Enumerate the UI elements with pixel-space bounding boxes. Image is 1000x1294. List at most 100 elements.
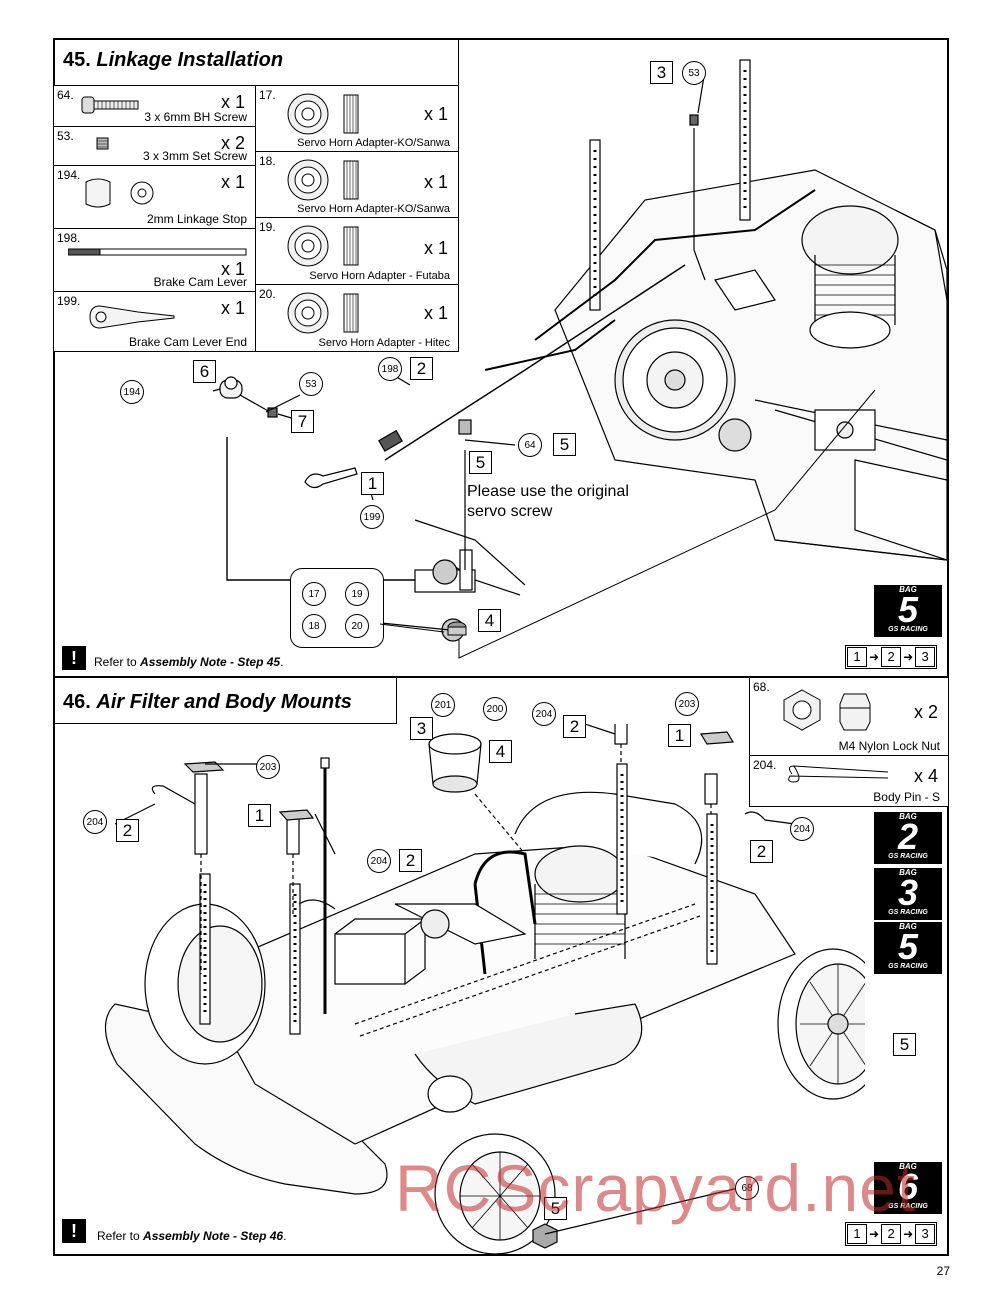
part-qty: x 1 bbox=[220, 259, 245, 279]
adapter-selection-group bbox=[290, 568, 384, 648]
step-callout-box: 2 bbox=[399, 849, 422, 872]
part-19: 19. x 1 Servo Horn Adapter - Futaba bbox=[255, 217, 459, 285]
part-callout-circle: 203 bbox=[675, 692, 699, 716]
step-callout-box: 3 bbox=[650, 61, 673, 84]
part-callout-circle: 20 bbox=[345, 614, 369, 638]
bag-number: 5 bbox=[897, 926, 919, 967]
part-callout-circle: 201 bbox=[431, 693, 455, 717]
part-qty: x 1 bbox=[423, 238, 448, 258]
lever-end-icon bbox=[89, 305, 175, 329]
part-204: 204. x 4 Body Pin - S bbox=[749, 755, 949, 807]
arrow-right-icon: ➜ bbox=[903, 1227, 914, 1241]
part-callout-circle: 203 bbox=[256, 755, 280, 779]
part-number: 198. bbox=[57, 231, 81, 245]
part-number: 199. bbox=[57, 294, 81, 308]
part-callout-circle: 204 bbox=[83, 810, 107, 834]
step-callout-box: 1 bbox=[248, 804, 271, 827]
step45-assembly-diagram bbox=[212, 59, 947, 659]
part-number: 64. bbox=[57, 88, 74, 102]
note-prefix: Refer to bbox=[94, 655, 141, 669]
servo-horn-adapter-icon bbox=[447, 621, 467, 636]
bag-label: BAG bbox=[899, 812, 917, 821]
part-callout-circle: 53 bbox=[299, 372, 323, 396]
part-68: 68. x 2 M4 Nylon Lock Nut bbox=[749, 677, 949, 756]
step-callout-box: 2 bbox=[750, 840, 773, 863]
note-suffix: . bbox=[280, 655, 284, 669]
arrow-right-icon: ➜ bbox=[869, 650, 880, 664]
part-qty: x 1 bbox=[220, 298, 245, 318]
part-callout-circle: 200 bbox=[483, 697, 507, 721]
part-194: 194. x 1 2mm Linkage Stop bbox=[53, 165, 256, 229]
body-pin-icon bbox=[788, 765, 889, 783]
step45-number: 45. bbox=[63, 49, 91, 71]
sequence-indicator: 1➜ 2➜ 3 bbox=[845, 1222, 938, 1246]
servo-horn-adapter-icon bbox=[287, 292, 359, 334]
bag-label: BAG bbox=[899, 1162, 917, 1171]
part-callout-circle: 53 bbox=[682, 61, 706, 85]
part-number: 53. bbox=[57, 129, 74, 143]
assembly-note: Refer to Assembly Note - Step 45. bbox=[94, 655, 283, 669]
note-prefix: Refer to bbox=[97, 1229, 144, 1243]
servo-horn-adapter-icon bbox=[287, 225, 359, 267]
warning-icon: ! bbox=[62, 1219, 86, 1243]
rod-icon bbox=[68, 248, 247, 256]
step-callout-box: 5 bbox=[469, 451, 492, 474]
step-callout-box: 5 bbox=[544, 1197, 567, 1220]
step-callout-box: 2 bbox=[563, 715, 586, 738]
bag-badge: BAG 5 GS RACING bbox=[874, 585, 942, 637]
part-qty: x 2 bbox=[220, 133, 245, 153]
part-callout-circle: 68 bbox=[735, 1176, 759, 1200]
bag-number: 6 bbox=[897, 1166, 919, 1207]
bag-label: BAG bbox=[899, 585, 917, 594]
part-callout-circle: 19 bbox=[345, 582, 369, 606]
comment-line: servo screw bbox=[467, 503, 553, 520]
assembly-note: Refer to Assembly Note - Step 46. bbox=[97, 1229, 286, 1243]
bag-brand: GS RACING bbox=[888, 909, 928, 916]
part-desc: M4 Nylon Lock Nut bbox=[838, 739, 940, 753]
part-desc: Brake Cam Lever bbox=[153, 275, 247, 289]
part-qty: x 2 bbox=[913, 702, 938, 722]
step46-number: 46. bbox=[63, 691, 91, 713]
note-ref: Assembly Note - Step 45 bbox=[140, 655, 281, 669]
part-number: 18. bbox=[259, 154, 276, 168]
part-20: 20. x 1 Servo Horn Adapter - Hitec bbox=[255, 284, 459, 352]
step-callout-box: 7 bbox=[291, 410, 314, 433]
warning-icon: ! bbox=[62, 646, 86, 670]
screw-icon bbox=[81, 96, 139, 114]
part-callout-circle: 18 bbox=[302, 614, 326, 638]
part-callout-circle: 204 bbox=[790, 817, 814, 841]
step-callout-box: 4 bbox=[489, 740, 512, 763]
part-desc: 3 x 6mm BH Screw bbox=[144, 110, 247, 124]
part-callout-circle: 204 bbox=[532, 702, 556, 726]
step-callout-box: 1 bbox=[361, 472, 384, 495]
part-number: 20. bbox=[259, 287, 276, 301]
part-qty: x 1 bbox=[220, 92, 245, 112]
part-desc: Servo Horn Adapter - Hitec bbox=[318, 337, 450, 349]
watermark: RCScrapyard.net bbox=[395, 1151, 917, 1225]
page-number: 27 bbox=[936, 1264, 950, 1278]
bag-brand: GS RACING bbox=[888, 853, 928, 860]
lock-nut-icon bbox=[783, 689, 871, 731]
bag-badge: BAG 6 GS RACING bbox=[874, 1162, 942, 1214]
part-callout-circle: 204 bbox=[367, 849, 391, 873]
step-callout-box: 6 bbox=[193, 360, 216, 383]
part-number: 68. bbox=[753, 680, 770, 694]
part-desc: Body Pin - S bbox=[873, 790, 940, 804]
servo-horn-adapter-icon bbox=[287, 159, 359, 201]
servo-horn-adapter-icon bbox=[287, 93, 359, 135]
part-callout-circle: 194 bbox=[120, 380, 144, 404]
part-18: 18. x 1 Servo Horn Adapter-KO/Sanwa bbox=[255, 151, 459, 218]
sequence-step: 2 bbox=[881, 1224, 902, 1244]
part-number: 194. bbox=[57, 168, 81, 182]
servo-screw-comment: Please use the original servo screw bbox=[467, 482, 629, 522]
bag-number: 3 bbox=[897, 872, 919, 913]
arrow-right-icon: ➜ bbox=[869, 1227, 880, 1241]
bag-label: BAG bbox=[899, 868, 917, 877]
part-desc: Servo Horn Adapter - Futaba bbox=[309, 270, 450, 282]
part-qty: x 1 bbox=[423, 303, 448, 323]
sequence-indicator: 1➜ 2➜ 3 bbox=[845, 645, 938, 669]
part-number: 19. bbox=[259, 220, 276, 234]
comment-line: Please use the original bbox=[467, 483, 629, 500]
sequence-step: 1 bbox=[847, 1224, 867, 1244]
linkage-stop-icon bbox=[85, 178, 154, 208]
